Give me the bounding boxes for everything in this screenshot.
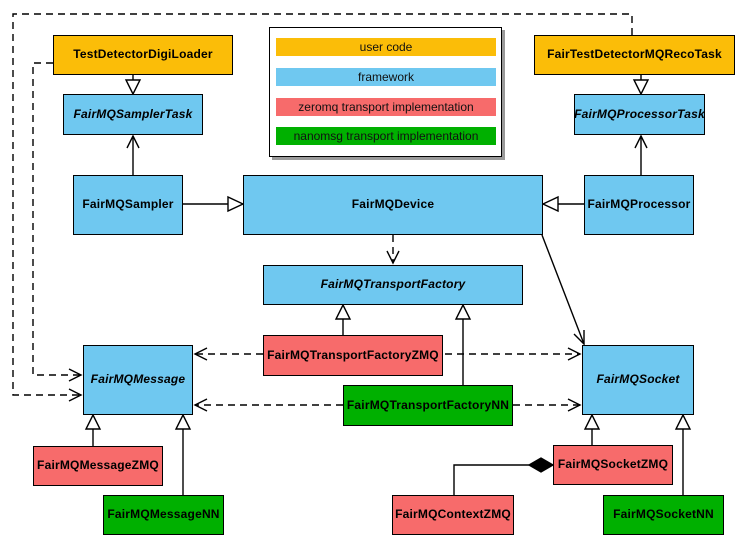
open-arrowhead-icon xyxy=(634,134,648,149)
inheritance-triangle-icon xyxy=(674,413,692,430)
inheritance-triangle-icon xyxy=(84,413,102,430)
open-arrowhead-icon xyxy=(386,250,400,265)
open-arrowhead-icon xyxy=(68,368,83,382)
inheritance-triangle-icon xyxy=(632,79,650,96)
inheritance-triangle-icon xyxy=(227,195,245,213)
open-arrowhead-icon xyxy=(567,398,582,412)
legend-item-framework: framework xyxy=(276,68,496,86)
open-arrowhead-icon xyxy=(567,347,582,361)
inheritance-triangle-icon xyxy=(541,195,559,213)
node-fairtestdetectormqrecotask: FairTestDetectorMQRecoTask xyxy=(534,35,735,75)
inheritance-triangle-icon xyxy=(583,413,601,430)
open-arrowhead-icon xyxy=(193,347,208,361)
open-arrowhead-icon xyxy=(573,330,585,346)
node-fairmqsampler: FairMQSampler xyxy=(73,175,183,235)
open-arrowhead-icon xyxy=(126,134,140,149)
node-fairmqtransportfactory: FairMQTransportFactory xyxy=(263,265,523,305)
node-testdetectordigiloader: TestDetectorDigiLoader xyxy=(53,35,233,75)
edge-assoc-device-socket xyxy=(541,234,585,345)
open-arrowhead-icon xyxy=(193,398,208,412)
open-arrowhead-icon xyxy=(68,388,83,402)
node-fairmqmessage: FairMQMessage xyxy=(83,345,193,415)
legend-box: user code framework zeromq transport imp… xyxy=(269,27,502,157)
inheritance-triangle-icon xyxy=(174,413,192,430)
node-fairmqsocketnn: FairMQSocketNN xyxy=(603,495,724,535)
edge-dep-recotask-message xyxy=(12,13,633,396)
node-fairmqtransportfactorynn: FairMQTransportFactoryNN xyxy=(343,385,513,426)
node-fairmqtransportfactoryzmq: FairMQTransportFactoryZMQ xyxy=(263,335,443,376)
inheritance-triangle-icon xyxy=(334,303,352,320)
node-fairmqprocessor: FairMQProcessor xyxy=(584,175,694,235)
inheritance-triangle-icon xyxy=(454,303,472,320)
legend-item-user-code: user code xyxy=(276,38,496,56)
inheritance-triangle-icon xyxy=(124,79,142,96)
node-fairmqmessagenn: FairMQMessageNN xyxy=(103,495,224,535)
node-fairmqcontextzmq: FairMQContextZMQ xyxy=(392,495,514,535)
edge-comp-context-socketzmq xyxy=(453,464,529,495)
node-fairmqsocketzmq: FairMQSocketZMQ xyxy=(553,445,673,485)
node-fairmqdevice: FairMQDevice xyxy=(243,175,543,235)
composition-diamond-icon xyxy=(527,457,555,473)
node-fairmqmessagezmq: FairMQMessageZMQ xyxy=(33,446,163,486)
node-fairmqsocket: FairMQSocket xyxy=(582,345,694,415)
node-fairmqprocessortask: FairMQProcessorTask xyxy=(574,94,705,135)
legend-item-nanomsg: nanomsg transport implementation xyxy=(276,127,496,145)
legend-item-zeromq: zeromq transport implementation xyxy=(276,98,496,116)
node-fairmqsamplertask: FairMQSamplerTask xyxy=(63,94,203,135)
